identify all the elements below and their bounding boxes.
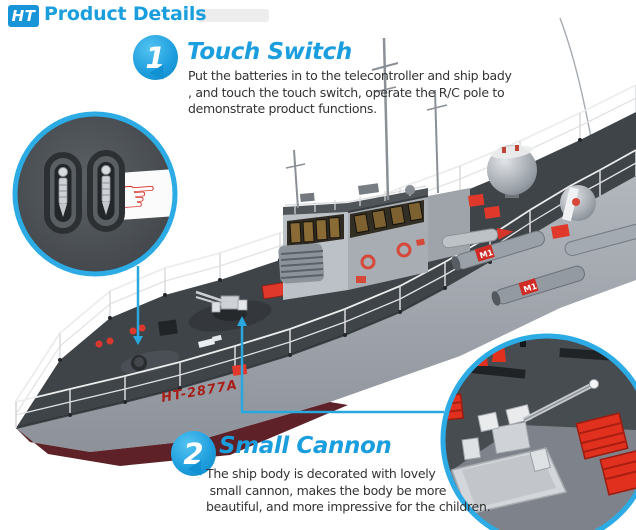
foredeck-fittings [95,319,248,376]
radar-dome [487,145,537,198]
description-line: The ship body is decorated with lovely [206,466,436,481]
touch-switch-button [44,152,82,234]
description-line: demonstrate product functions. [188,101,377,116]
ht-logo-text: HT [11,7,36,25]
callout-1-number-badge: 1 [133,35,178,80]
description-line: beautiful, and more impressive for the c… [206,499,491,514]
small-cannon-closeup [440,333,636,530]
callout-2-number-badge: 2 [171,431,216,476]
red-deck-boxes [468,193,570,239]
header-strip [197,9,269,22]
callout-lines [133,266,444,414]
boat-model: M1 M1 [15,17,636,466]
callout-2-title: Small Cannon [219,433,392,459]
inset-ring [12,111,178,277]
touch-switch-closeup: ☞ [12,111,178,277]
bridge-grille [278,243,325,284]
boat-hull [16,176,636,452]
callout-1-description: Put the batteries in to the telecontroll… [188,68,512,118]
boat-masts [285,37,448,209]
deck-cannon [188,290,272,332]
description-line: Put the batteries in to the telecontroll… [188,68,512,83]
callout-1-number: 1 [145,40,166,75]
touch-switch-button [87,150,125,232]
callout-2-number: 2 [183,436,204,471]
description-line: , and touch the touch switch, operate th… [188,84,505,100]
torpedo-tag: M1 [522,282,538,295]
description-line: small cannon, makes the body be more [206,482,447,498]
torpedo-tubes: M1 M1 [441,222,636,306]
depth-charge-sphere [560,185,596,222]
callout-2-description: The ship body is decorated with lovely s… [206,466,491,516]
boat-bridge [278,183,470,300]
callout-line-small-cannon [240,324,444,414]
torpedo-tag: M1 [479,248,495,261]
ht-logo: HT [8,5,39,27]
missile [441,228,514,249]
inset-ring [440,333,636,530]
callout-1-title: Touch Switch [187,39,352,65]
page-title: Product Details [44,3,207,25]
